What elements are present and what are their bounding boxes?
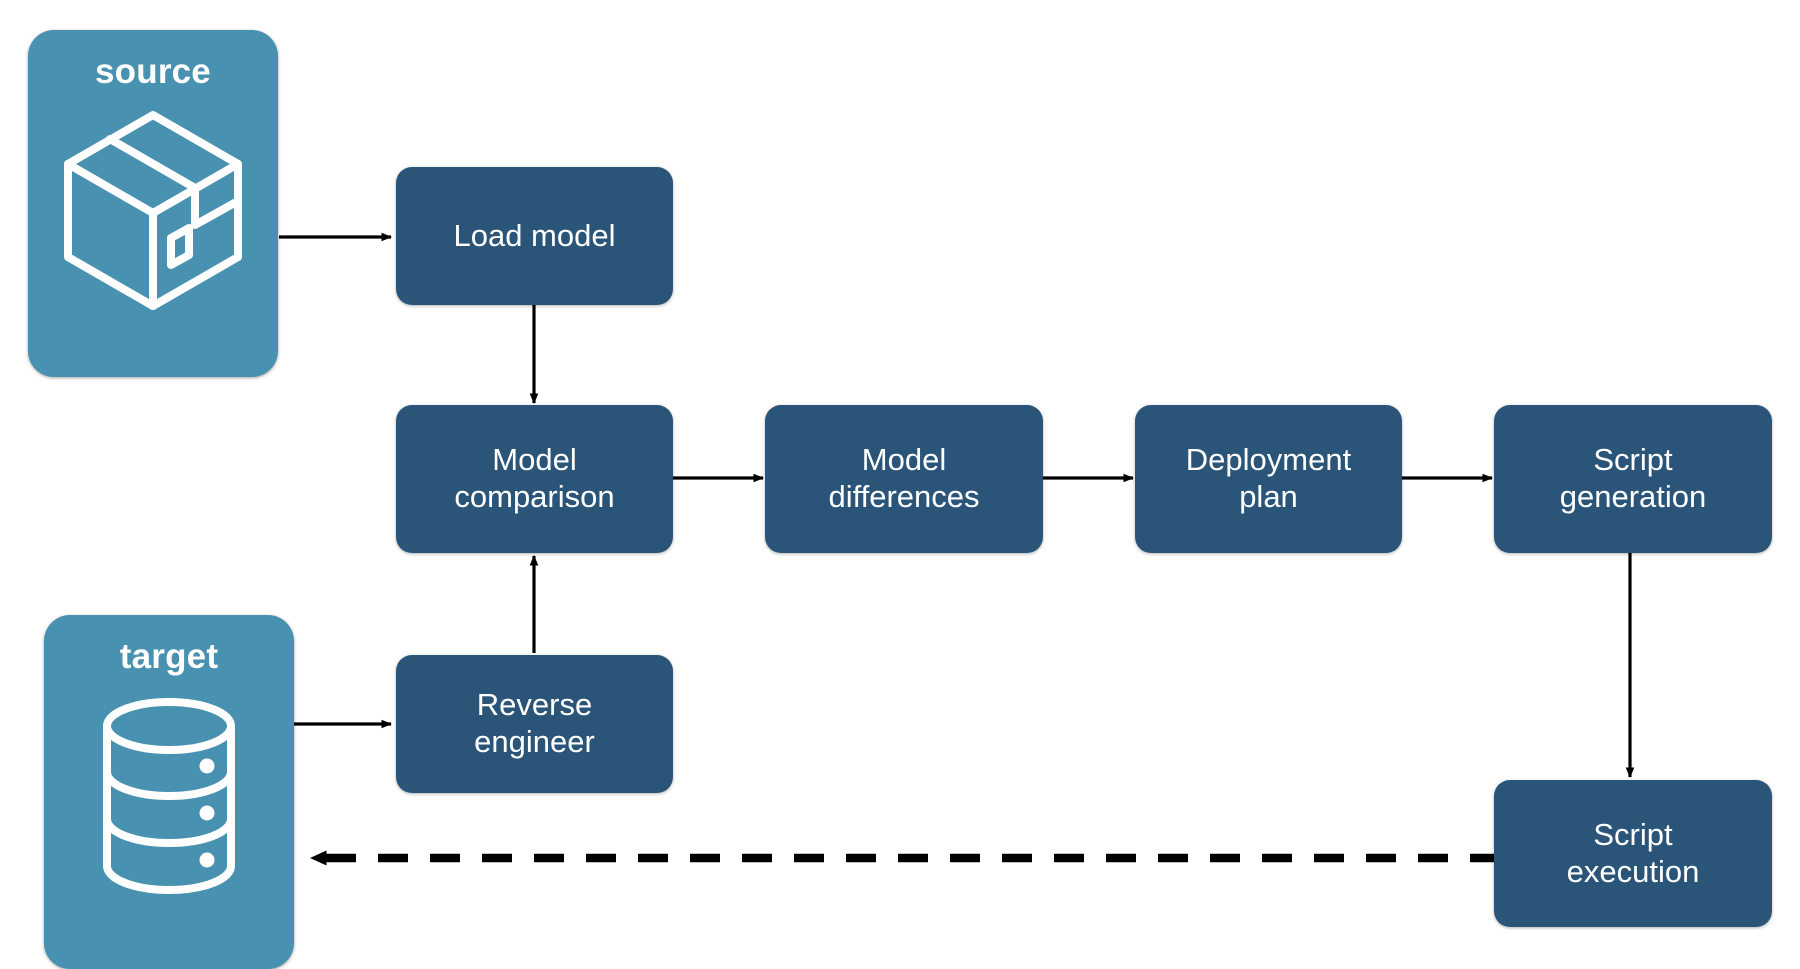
package-box-icon <box>58 107 248 312</box>
process-box-script-execution[interactable]: Script execution <box>1494 780 1772 927</box>
process-box-script-execution-line2: execution <box>1566 853 1700 889</box>
endpoint-source[interactable]: source <box>28 30 278 377</box>
process-box-load-model-line1: Load model <box>453 217 616 253</box>
process-box-deployment-plan-line2: plan <box>1239 479 1298 514</box>
process-box-reverse-engineer[interactable]: Reverse engineer <box>396 655 673 793</box>
process-box-reverse-engineer-line1: Reverse <box>476 687 593 723</box>
database-cylinder-icon <box>89 694 249 899</box>
process-box-load-model[interactable]: Load model <box>396 167 673 305</box>
process-box-model-differences[interactable]: Model differences <box>765 405 1043 553</box>
endpoint-target[interactable]: target <box>44 615 294 969</box>
process-box-deployment-plan[interactable]: Deployment plan <box>1135 405 1402 553</box>
process-box-model-comparison-line2: comparison <box>454 479 615 514</box>
process-box-model-differences-line1: Model <box>861 442 947 478</box>
endpoint-source-label: source <box>95 52 211 91</box>
endpoint-target-label: target <box>119 637 219 676</box>
process-box-reverse-engineer-line2: engineer <box>474 724 595 759</box>
process-box-script-generation-line2: generation <box>1559 479 1707 514</box>
process-box-script-generation[interactable]: Script generation <box>1494 405 1772 553</box>
process-box-model-comparison-line1: Model <box>492 442 577 478</box>
process-box-script-execution-line1: Script <box>1593 816 1673 852</box>
process-box-script-generation-line1: Script <box>1593 442 1673 478</box>
process-box-model-differences-line2: differences <box>828 479 980 514</box>
process-box-deployment-plan-line1: Deployment <box>1185 442 1352 478</box>
process-box-model-comparison[interactable]: Model comparison <box>396 405 673 553</box>
